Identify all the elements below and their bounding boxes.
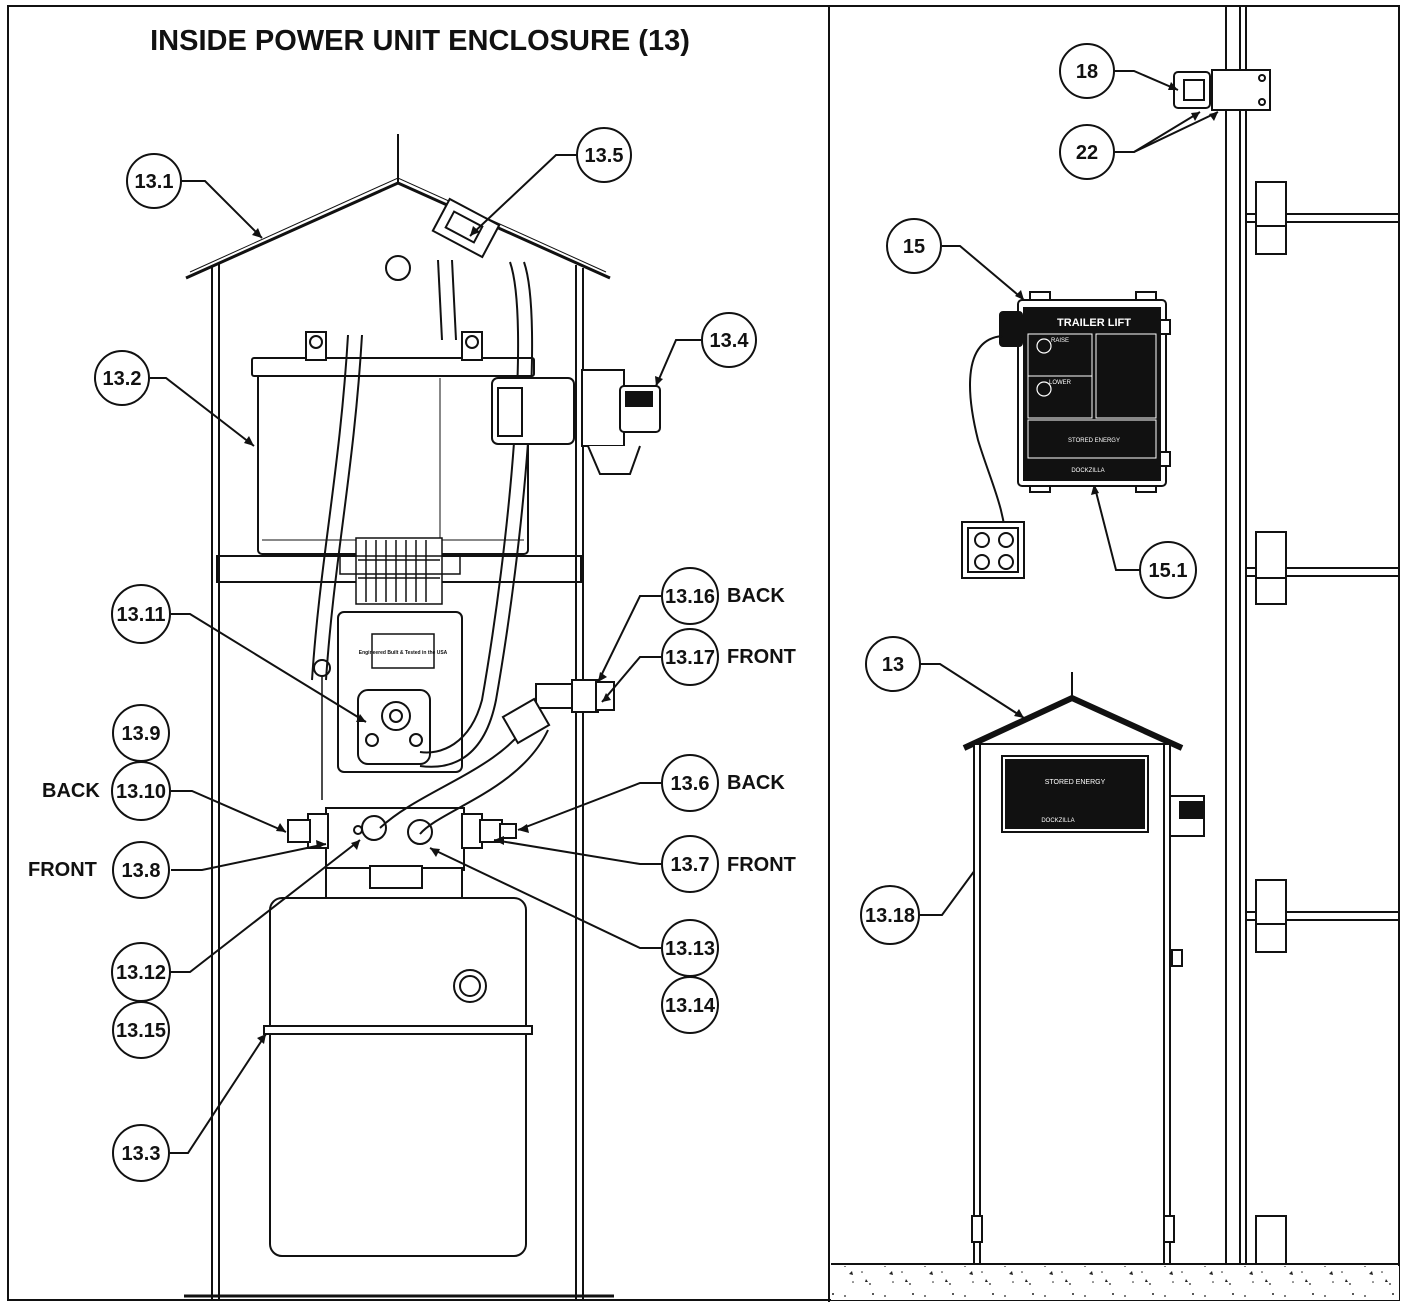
ground — [831, 1263, 1399, 1300]
breaker — [431, 197, 501, 259]
disconnect-switch — [491, 369, 661, 475]
hoses — [311, 259, 615, 835]
callout-22: 22 — [1059, 124, 1115, 180]
control-box-title: TRAILER LIFT — [1057, 317, 1131, 329]
callout-13-12: 13.12 — [111, 942, 171, 1002]
callout-13-14: 13.14 — [661, 976, 719, 1034]
pump-assembly — [313, 659, 431, 800]
diagram-title: INSIDE POWER UNIT ENCLOSURE (13) — [150, 25, 690, 57]
callout-13-18: 13.18 — [860, 885, 920, 945]
callout-13-5: 13.5 — [576, 127, 632, 183]
label-back-13-6: BACK — [727, 772, 785, 794]
label-front-13-8: FRONT — [28, 859, 97, 881]
callout-13-8-label: 13.8 — [122, 860, 161, 882]
label-back-13-10: BACK — [42, 780, 100, 802]
control-box-lower: LOWER — [1049, 380, 1072, 386]
sensor-bracket — [1173, 69, 1271, 111]
callout-13-7-label: 13.7 — [671, 854, 710, 876]
callout-13-label: 13 — [882, 654, 904, 676]
callout-13-14-label: 13.14 — [665, 995, 716, 1017]
control-box — [999, 291, 1171, 493]
callout-13-17: 13.17 — [661, 628, 719, 686]
callout-22-label: 22 — [1076, 142, 1098, 164]
control-box-stored-energy: STORED ENERGY — [1068, 438, 1120, 444]
callout-13-3-label: 13.3 — [122, 1143, 161, 1165]
callout-13-7: 13.7 — [661, 835, 719, 893]
callout-13-4-label: 13.4 — [710, 330, 750, 352]
callout-13: 13 — [865, 636, 921, 692]
battery — [251, 331, 535, 555]
power-cord — [969, 335, 1007, 549]
callout-15-1-label: 15.1 — [1149, 560, 1188, 582]
label-front-13-17: FRONT — [727, 646, 796, 668]
callout-13-6-label: 13.6 — [671, 773, 710, 795]
callout-18-label: 18 — [1076, 61, 1098, 83]
terminal-strip — [339, 537, 461, 605]
left-panel-frame — [7, 5, 1400, 1301]
enclosure-exterior — [962, 672, 1205, 1265]
callout-13-15: 13.15 — [112, 1001, 170, 1059]
placard-title: STORED ENERGY — [1045, 779, 1106, 786]
callout-15: 15 — [886, 218, 942, 274]
control-box-raise: RAISE — [1051, 338, 1069, 344]
reservoir-tank — [263, 897, 533, 1257]
label-back-13-16: BACK — [727, 585, 785, 607]
callout-15-1: 15.1 — [1139, 541, 1197, 599]
callout-13-16-label: 13.16 — [665, 586, 715, 608]
callout-18: 18 — [1059, 43, 1115, 99]
callout-13-13: 13.13 — [661, 919, 719, 977]
callout-13-8: 13.8 — [112, 841, 170, 899]
motor-label: Engineered Built & Tested in the USA — [359, 650, 448, 656]
callout-leaders-left — [150, 154, 701, 1154]
callout-15-label: 15 — [903, 236, 925, 258]
callout-13-9-label: 13.9 — [122, 723, 161, 745]
control-box-brand: DOCKZILLA — [1071, 468, 1104, 474]
callout-13-11-label: 13.11 — [117, 604, 166, 626]
callout-13-15-label: 13.15 — [116, 1020, 166, 1042]
callout-13-18-label: 13.18 — [865, 905, 915, 927]
callout-13-5-label: 13.5 — [585, 145, 624, 167]
placard-brand: DOCKZILLA — [1041, 818, 1074, 824]
callout-13-1: 13.1 — [126, 153, 182, 209]
callout-13-13-label: 13.13 — [665, 938, 715, 960]
callout-13-17-label: 13.17 — [665, 647, 715, 669]
callout-13-11: 13.11 — [111, 584, 171, 644]
label-front-13-7: FRONT — [727, 854, 796, 876]
enclosure-roof — [185, 181, 611, 280]
callout-13-9: 13.9 — [112, 704, 170, 762]
duplex-outlet — [961, 521, 1025, 579]
callout-13-2-label: 13.2 — [103, 368, 142, 390]
callout-13-12-label: 13.12 — [116, 962, 166, 984]
manifold — [287, 807, 517, 899]
callout-13-6: 13.6 — [661, 754, 719, 812]
callout-13-16: 13.16 — [661, 567, 719, 625]
leader-arrowheads-left — [244, 226, 663, 1044]
callout-13-3: 13.3 — [112, 1124, 170, 1182]
callout-13-10: 13.10 — [111, 761, 171, 821]
callout-13-4: 13.4 — [701, 312, 757, 368]
callout-13-10-label: 13.10 — [116, 781, 166, 803]
callout-13-1-label: 13.1 — [135, 171, 174, 193]
trailer-frame — [1225, 6, 1399, 1265]
callout-13-2: 13.2 — [94, 350, 150, 406]
